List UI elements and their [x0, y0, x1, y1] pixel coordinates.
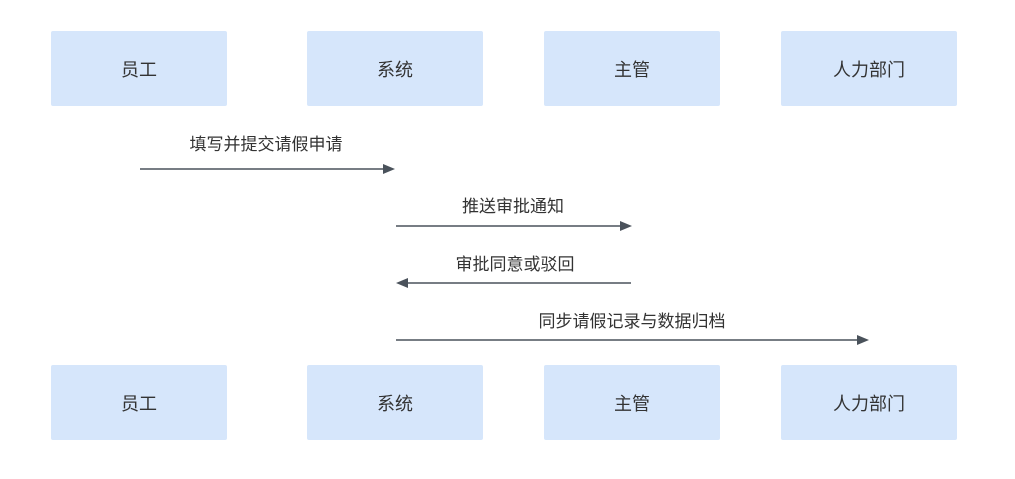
- message-label-sync-archive: 同步请假记录与数据归档: [538, 312, 726, 332]
- actor-hr-bottom: 人力部门: [781, 365, 957, 440]
- actor-label: 主管: [614, 59, 650, 81]
- arrowhead-approve-reject: [396, 278, 408, 288]
- actor-hr-top: 人力部门: [781, 31, 957, 106]
- arrowhead-push-notification: [620, 221, 632, 231]
- message-label-push-notification: 推送审批通知: [462, 197, 564, 217]
- actor-label: 系统: [377, 393, 413, 415]
- actor-employee-top: 员工: [51, 31, 227, 106]
- message-label-submit-request: 填写并提交请假申请: [189, 135, 343, 155]
- actor-label: 员工: [121, 59, 157, 81]
- actor-employee-bottom: 员工: [51, 365, 227, 440]
- arrowhead-submit-request: [383, 164, 395, 174]
- actor-supervisor-top: 主管: [544, 31, 720, 106]
- arrowhead-sync-archive: [857, 335, 869, 345]
- message-label-approve-reject: 审批同意或驳回: [455, 255, 575, 275]
- actor-label: 员工: [121, 393, 157, 415]
- actor-label: 系统: [377, 59, 413, 81]
- actor-label: 人力部门: [833, 393, 905, 415]
- actor-supervisor-bottom: 主管: [544, 365, 720, 440]
- actor-label: 人力部门: [833, 59, 905, 81]
- actor-system-top: 系统: [307, 31, 483, 106]
- actor-system-bottom: 系统: [307, 365, 483, 440]
- actor-label: 主管: [614, 393, 650, 415]
